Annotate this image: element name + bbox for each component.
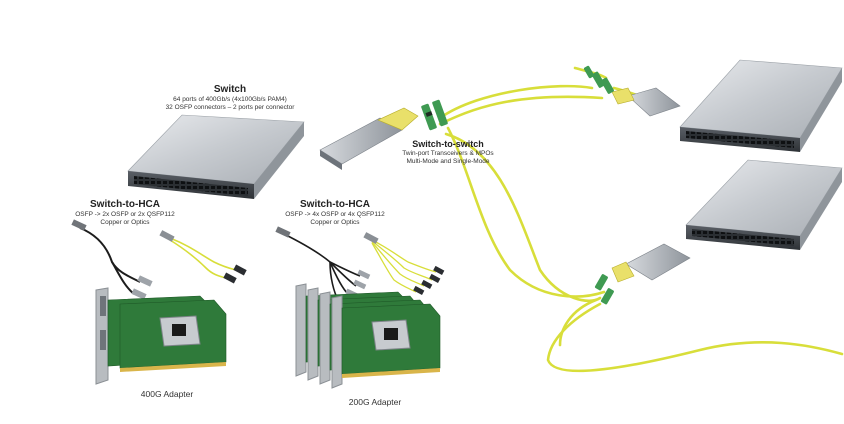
adapter-200g [295,283,441,389]
adapter-200g-caption: 200G Adapter [348,397,402,407]
twin-port-transceiver-bottom [594,243,691,305]
adapter-400g-caption: 400G Adapter [140,389,194,399]
splitter-cable-4x-optics [371,239,437,293]
hca-left-line2: Copper or Optics [100,219,150,226]
splitter-2x-connectors [71,219,153,300]
switch-line2: 32 OSFP connectors – 2 ports per connect… [165,104,295,111]
s2s-line2: Multi-Mode and Single-Mode [406,158,490,165]
switch-right-bottom [685,159,843,250]
hca-left-label: Switch-to-HCA OSFP -> 2x OSFP or 2x QSFP… [60,199,190,227]
hca-right-line2: Copper or Optics [310,219,360,226]
s2s-title: Switch-to-switch [412,139,484,149]
hca-right-line1: OSFP -> 4x OSFP or 4x QSFP112 [285,211,385,218]
switch-center [127,114,305,199]
splitter-2x-optic-connectors [159,230,247,284]
hca-right-title: Switch-to-HCA [300,199,370,210]
hca-right-label: Switch-to-HCA OSFP -> 4x OSFP or 4x QSFP… [270,199,400,227]
splitter-cable-2x-copper [79,227,141,295]
hca-left-line1: OSFP -> 2x OSFP or 2x QSFP112 [75,211,175,218]
s2s-line1: Twin-port Transceivers & MPOs [402,150,494,157]
splitter-4x-connectors [275,226,371,305]
switch-to-switch-label: Switch-to-switch Twin-port Transceivers … [392,138,504,166]
mpo-connectors-center [421,99,448,131]
splitter-4x-optic-connectors [363,232,445,295]
switch-label: Switch 64 ports of 400Gb/s (4x100Gb/s PA… [140,84,320,112]
hca-left-title: Switch-to-HCA [90,199,160,210]
splitter-cable-2x-optics [169,237,237,279]
switch-title: Switch [213,84,247,95]
adapter-400g [95,287,227,385]
switch-line1: 64 ports of 400Gb/s (4x100Gb/s PAM4) [173,96,287,103]
switch-right-top [679,59,843,152]
twin-port-transceiver-center [319,107,419,170]
twin-port-transceiver-top [583,65,681,117]
